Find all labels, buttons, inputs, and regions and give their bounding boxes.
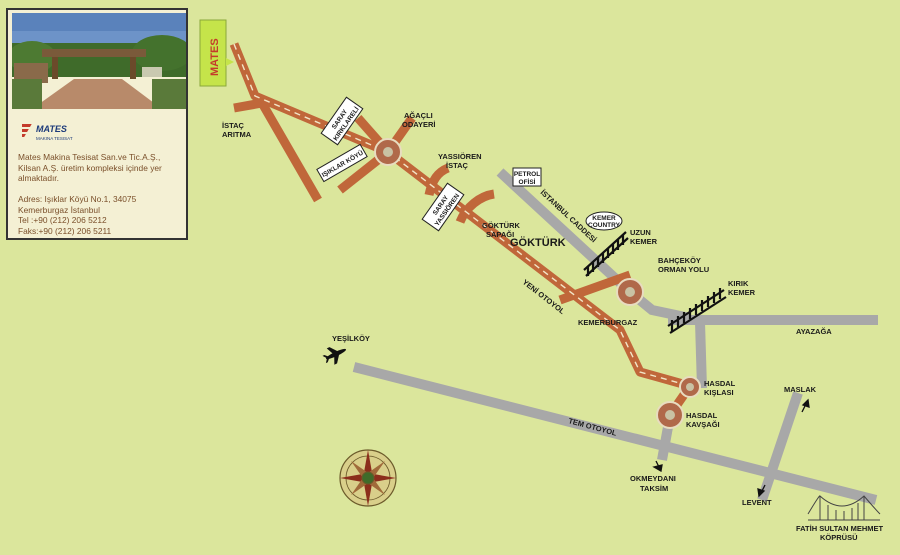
address-line: Kemerburgaz İstanbul [18, 204, 100, 215]
roundabout-isiklar [374, 138, 402, 166]
label-gokturk: GÖKTÜRK [510, 236, 566, 249]
logo-text: MATES [36, 124, 67, 134]
company-description: Mates Makina Tesisat San.ve Tic.A.Ş., Ki… [18, 152, 162, 183]
compass-rose-icon [339, 449, 397, 507]
route-aritma-down [258, 100, 322, 203]
arrow-icon [757, 484, 766, 498]
sign-text: OFİSİ [519, 178, 536, 186]
aqueduct-icon [667, 288, 727, 334]
label-hasdal-kislasi: KIŞLASI [704, 388, 734, 397]
label-yassioren-istac: İSTAÇ [446, 161, 469, 170]
label-gokturk-sapagi: SAPAĞI [486, 230, 514, 239]
route-aritma-branch [233, 98, 263, 113]
sign-text: PETROL [514, 171, 540, 178]
company-logo: MATES MAKINA TESISAT [12, 120, 177, 146]
label-agacli-odayeri: ODAYERİ [402, 120, 435, 129]
route-yassioren [424, 163, 450, 197]
label-kirik-kemer: KEMER [728, 288, 756, 297]
label-ayazaga: AYAZAĞA [796, 327, 832, 336]
label-istac-aritma: ARITMA [222, 130, 252, 139]
label-hasdal-kavsagi: KAVŞAĞI [686, 420, 720, 429]
arrow-icon [801, 398, 810, 413]
sign-saray-kirklareli: SARAY KIRKLARELİ [320, 96, 364, 146]
label-kirik-kemer: KIRIK [728, 279, 749, 288]
route-roads [229, 42, 694, 418]
label-bahcekoy: BAHÇEKÖY [658, 256, 701, 265]
start-marker-label: MATES [209, 38, 221, 76]
label-yesilkoy: YEŞİLKÖY [332, 334, 370, 343]
bridge-icon [807, 495, 881, 521]
logo-subtext: MAKINA TESISAT [36, 136, 73, 141]
label-istac-aritma: İSTAÇ [222, 121, 245, 130]
label-yassioren-istac: YASSIÖREN [438, 152, 482, 161]
route-dash [233, 43, 691, 387]
arrow-icon [652, 460, 663, 473]
label-maslak: MASLAK [784, 385, 817, 394]
route-gokturk [455, 189, 495, 224]
label-hasdal-kavsagi: HASDAL [686, 411, 718, 420]
label-uzun-kemer: KEMER [630, 237, 658, 246]
roundabout-hasdal-kislasi [679, 376, 701, 398]
label-fsm-bridge: FATİH SULTAN MEHMET [796, 524, 883, 533]
label-levent: LEVENT [742, 498, 772, 507]
label-gokturk-sapagi: GÖKTÜRK [482, 221, 520, 230]
road-maslak-levent [757, 391, 803, 502]
label-kemerburgaz: KEMERBURGAZ [578, 318, 638, 327]
sign-kemer-country: KEMER COUNTRY [585, 211, 623, 231]
road-kirik-kemer-south [695, 321, 707, 389]
road-istanbul-caddesi [496, 168, 634, 296]
label-agacli-odayeri: AĞAÇLI [404, 111, 433, 120]
road-tem-otoyol [352, 362, 878, 505]
phone-line: Tel :+90 (212) 206 5212 [18, 215, 107, 225]
label-okmeydani: TAKSİM [640, 484, 668, 493]
label-uzun-kemer: UZUN [630, 228, 651, 237]
start-marker: MATES [199, 19, 234, 87]
sign-petrol-ofisi: PETROL OFİSİ [512, 167, 542, 187]
roundabout-hasdal-kavsagi [656, 401, 684, 429]
airplane-icon [322, 347, 347, 365]
label-hasdal-kislasi: HASDAL [704, 379, 736, 388]
route-kemerburgaz-link [558, 270, 632, 305]
label-fsm-bridge: KÖPRÜSÜ [820, 533, 858, 542]
address-line: Adres: Işıklar Köyü No.1, 34075 [18, 194, 137, 204]
sign-text: COUNTRY [588, 222, 621, 229]
company-address: Adres: Işıklar Köyü No.1, 34075 Kemerbur… [18, 194, 184, 236]
company-info-box: MATES MAKINA TESISAT Mates Makina Tesisa… [6, 8, 188, 240]
aqueduct-icon [583, 231, 629, 277]
label-okmeydani: OKMEYDANI [630, 474, 676, 483]
facility-photo [12, 13, 186, 109]
sign-text: KEMER [592, 215, 616, 222]
roundabout-kemerburgaz [616, 278, 644, 306]
fax-line: Faks:+90 (212) 206 5211 [18, 225, 112, 236]
label-bahcekoy: ORMAN YOLU [658, 265, 709, 274]
